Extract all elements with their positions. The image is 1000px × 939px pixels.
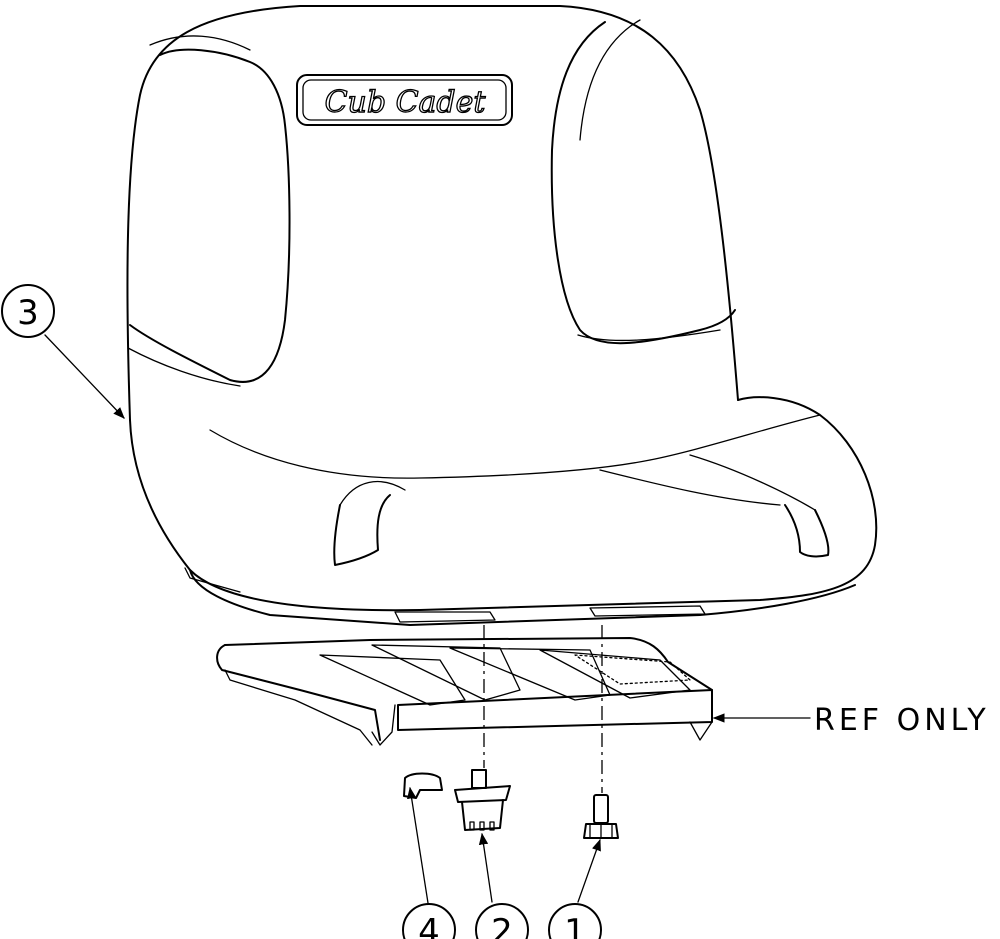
seat-switch-icon <box>454 769 511 831</box>
callout-2-circle <box>475 903 529 939</box>
bolt-icon <box>583 794 619 839</box>
switch-plug-icon <box>403 772 443 799</box>
ref-only-label: REF ONLY <box>814 703 990 738</box>
callout-4-label: 4 <box>418 912 440 939</box>
callout-4-circle <box>402 903 456 939</box>
callout-1-circle <box>548 903 602 939</box>
leader-4 <box>407 786 429 904</box>
callout-3-circle <box>1 284 55 338</box>
seat-icon <box>126 5 878 626</box>
callout-2-label: 2 <box>491 912 513 939</box>
logo-badge <box>296 74 513 126</box>
center-lines <box>483 625 603 793</box>
leader-2 <box>478 832 493 903</box>
leader-3 <box>44 334 125 419</box>
seat-pan-bracket <box>216 637 713 746</box>
brand-logo: Cub Cadet <box>325 85 487 120</box>
leader-1 <box>577 838 601 903</box>
callout-1-label: 1 <box>564 912 586 939</box>
callout-3-label: 3 <box>17 293 39 333</box>
